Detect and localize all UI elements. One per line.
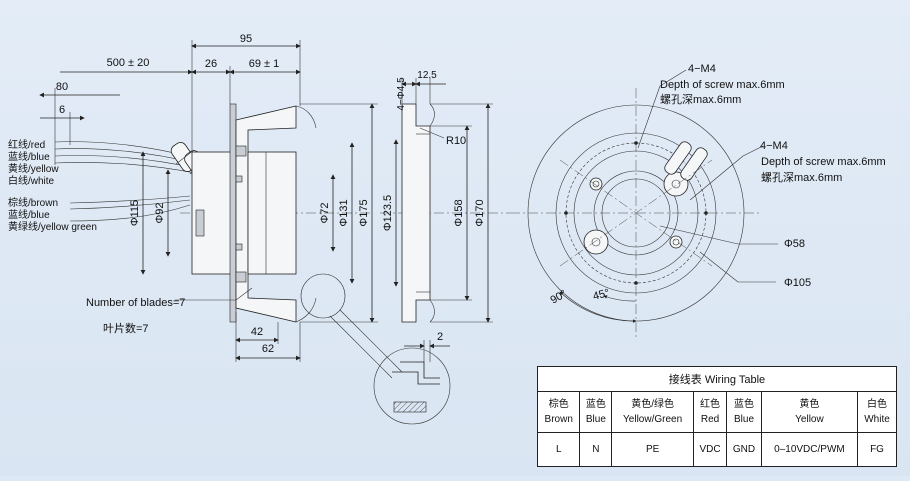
dim-12-5: 12.5: [417, 70, 437, 81]
angle-45: 45°: [592, 287, 611, 303]
dim-phi58: Φ58: [784, 238, 805, 250]
blades-label-en: Number of blades=7: [86, 297, 185, 309]
value-l: L: [536, 432, 581, 467]
m4-label-right: 4−M4: [760, 140, 788, 152]
dim-phi72: Φ72: [319, 202, 331, 223]
dim-phi158: Φ158: [453, 199, 465, 226]
dim-42: 42: [251, 326, 263, 338]
inlet-ring: [401, 103, 431, 323]
value-fg: FG: [857, 432, 897, 467]
dim-26: 26: [205, 58, 217, 70]
hub-circle: [593, 170, 679, 256]
dim-2: 2: [437, 331, 443, 343]
dim-phi123-5: Φ123.5: [382, 195, 394, 231]
side-view: 95 500 ± 20 26 69 ± 1 80 6 红线/red 蓝线/blu…: [8, 33, 403, 379]
motor-rotor: [247, 151, 297, 275]
screw-depth-top-en: Depth of screw max.6mm: [660, 79, 785, 91]
value-vdc: VDC: [692, 432, 728, 467]
dim-cable-length: 500 ± 20: [107, 57, 150, 69]
screw-depth-right-en: Depth of screw max.6mm: [761, 156, 886, 168]
dim-phi92: Φ92: [154, 202, 166, 223]
dim-4-phi4-5: 4−Φ4.5: [396, 77, 407, 111]
screw-depth-top-cn: 螺孔深max.6mm: [660, 93, 741, 106]
dim-69: 69 ± 1: [249, 58, 280, 70]
screw-depth-right-cn: 螺孔深max.6mm: [761, 171, 842, 184]
dim-phi131: Φ131: [338, 199, 350, 226]
dim-phi175: Φ175: [358, 199, 370, 226]
dim-62: 62: [262, 343, 274, 355]
dim-phi115: Φ115: [129, 200, 141, 226]
dim-r10: R10: [446, 135, 466, 147]
wiring-table-value-row: L N PE VDC GND 0–10VDC/PWM FG: [536, 432, 897, 467]
detail-circle: [300, 273, 346, 319]
dim-80: 80: [56, 81, 68, 93]
blades-label-cn: 叶片数=7: [103, 322, 149, 335]
dim-6: 6: [59, 104, 65, 116]
front-cable-glands: [664, 141, 708, 181]
value-gnd: GND: [726, 432, 762, 467]
m4-label-top: 4−M4: [688, 63, 716, 75]
value-pe: PE: [611, 432, 694, 467]
dim-phi105: Φ105: [784, 277, 811, 289]
dim-overall-length: 95: [240, 33, 252, 45]
detail-view-circle: [373, 347, 451, 425]
detail-view: 2: [373, 331, 451, 425]
rear-flange: [229, 103, 237, 323]
front-view: 90° 45° 4−M4 Depth of screw max.6mm 螺孔深m…: [510, 63, 886, 340]
wire-label-brown: 棕线/brown: [8, 196, 58, 209]
wire-label-red: 红线/red: [8, 138, 45, 151]
wire-label-blue-2: 蓝线/blue: [8, 208, 50, 221]
angle-90: 90°: [549, 288, 569, 307]
wiring-table-title: 接线表 Wiring Table: [537, 366, 897, 392]
ring-section-view: Φ123.5 Φ158 Φ170 4−Φ4.5 12.5 R10: [380, 70, 510, 323]
wire-label-yellow-green: 黄绿线/yellow green: [8, 220, 97, 233]
wire-label-white: 白线/white: [8, 174, 55, 187]
motor-terminal: [195, 209, 205, 237]
dim-phi170: Φ170: [474, 199, 486, 226]
value-control: 0–10VDC/PWM: [760, 432, 859, 467]
value-n: N: [579, 432, 613, 467]
motor-flange-circle: [573, 150, 699, 276]
wire-label-yellow: 黄线/yellow: [8, 162, 59, 175]
wire-label-blue: 蓝线/blue: [8, 150, 50, 163]
